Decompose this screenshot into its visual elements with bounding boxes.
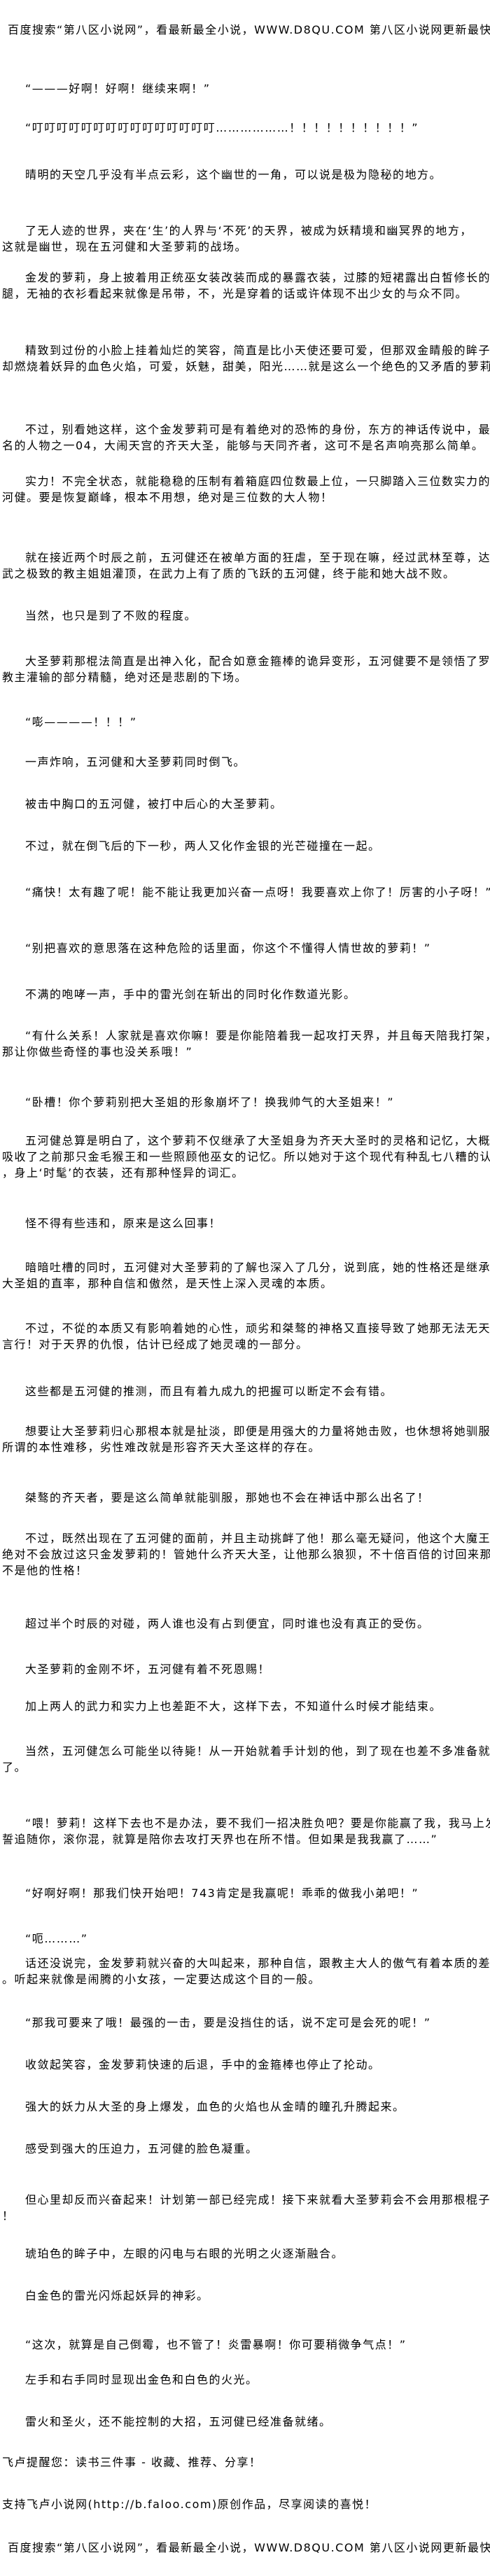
paragraph-line: 。听起来就像是闹腾的小女孩，一定要达成这个目的一般。 — [2, 1973, 321, 1986]
paragraph-line: ！ — [2, 2209, 15, 2222]
paragraph-line: “呃………” — [25, 1932, 88, 1945]
paragraph-line: “喂！萝莉！这样下去也不是办法，要不我们一招决胜负吧？要是你能赢了我，我马上发 — [25, 1816, 490, 1830]
paragraph-line: 白金色的雷光闪烁起妖异的神彩。 — [25, 2289, 209, 2302]
paragraph-line: 精致到过份的小脸上挂着灿烂的笑容，简直是比小天使还要可爱，但那双金睛般的眸子中 — [25, 344, 490, 357]
paragraph-line: 武之极致的教主姐姐灌顶，在武力上有了质的飞跃的五河健，终于能和她大战不败。 — [2, 567, 456, 580]
paragraph-line: 了。 — [2, 1760, 27, 1774]
paragraph-line: 这些都是五河健的推测，而且有着九成九的把握可以断定不会有错。 — [25, 1385, 393, 1398]
paragraph-line: 晴明的天空几乎没有半点云彩，这个幽世的一角，可以说是极为隐秘的地方。 — [25, 168, 442, 181]
paragraph-line: “痛快！太有趣了呢！能不能让我更加兴奋一点呀！我要喜欢上你了！厉害的小子呀！” — [25, 886, 490, 899]
paragraph-line: 不过，就在倒飞后的下一秒，两人又化作金银的光芒碰撞在一起。 — [25, 839, 381, 853]
paragraph-line: 强大的妖力从大圣的身上爆发，血色的火焰也从金晴的瞳孔升腾起来。 — [25, 2100, 405, 2113]
paragraph-line: 桀骜的齐天者，要是这么简单就能驯服，那她也不会在神话中那么出名了！ — [25, 1491, 430, 1504]
paragraph-line: 暗暗吐槽的同时，五河健对大圣萝莉的了解也深入了几分，说到底，她的性格还是继承了 — [25, 1261, 490, 1274]
paragraph-line: “好啊好啊！那我们快开始吧！743肯定是我赢呢！乖乖的做我小弟吧！” — [25, 1886, 419, 1900]
paragraph-line: 河健。要是恢复巅峰，根本不用想，绝对是三位数的大人物！ — [2, 491, 333, 504]
paragraph-line: 不满的咆哮一声，手中的雷光剑在斩出的同时化作数道光影。 — [25, 988, 356, 1001]
paragraph-line: 教主灌输的部分精髓，绝对还是悲剧的下场。 — [2, 671, 248, 684]
paragraph-line: 所谓的本性难移，劣性难改就是形容齐天大圣这样的存在。 — [2, 1441, 321, 1454]
paragraph-line: 不过，别看她这样，这个金发萝莉可是有着绝对的恐怖的身份，东方的神话传说中，最有 — [25, 423, 490, 436]
paragraph-line: “有什么关系！人家就是喜欢你嘛！要是你能陪着我一起攻打天界，并且每天陪我打架， — [25, 1029, 490, 1042]
paragraph-line: “这次，就算是自己倒霉，也不管了！炎雷暴啊！你可要稍微争气点！” — [25, 2338, 407, 2351]
paragraph-line: 但心里却反而兴奋起来！计划第一部已经完成！接下来就看大圣萝莉会不会用那根棍子了 — [25, 2193, 490, 2206]
paragraph-line: 了无人迹的世界，夹在‘生’的人界与‘不死’的天界，被成为妖精境和幽冥界的地方， — [25, 224, 472, 237]
paragraph-line: 大圣萝莉的金刚不坏，五河健有着不死恩赐！ — [25, 1662, 271, 1676]
paragraph-line: 言行！对于天界的仇恨，估计已经成了她灵魂的一部分。 — [2, 1338, 309, 1351]
paragraph-line: “叮叮叮叮叮叮叮叮叮叮叮叮叮叮叮………………！！！！！！！！！！” — [25, 121, 419, 134]
paragraph-line: 左手和右手同时显现出金色和白色的火光。 — [25, 2373, 258, 2386]
faloo-support-link[interactable]: 支持飞卢小说网(http://b.faloo.com)原创作品，尽享阅读的喜悦！ — [2, 2498, 377, 2511]
paragraph-line: 名的人物之一04，大闹天宫的齐天大圣，能够与天同齐者，这可不是名声响亮那么简单。 — [2, 439, 484, 452]
paragraph-line: 大圣萝莉那棍法简直是出神入化，配合如意金箍棒的诡异变形，五河健要不是领悟了罗濠 — [25, 654, 490, 668]
paragraph-line: 大圣姐的直率，那种自信和傲然，是天性上深入灵魂的本质。 — [2, 1277, 333, 1290]
paragraph-line: 五河健总算是明白了，这个萝莉不仅继承了大圣姐身为齐天大圣时的灵格和记忆，大概也 — [25, 1134, 490, 1147]
paragraph-line: “卧槽！你个萝莉别把大圣姐的形象崩坏了！换我帅气的大圣姐来！” — [25, 1096, 395, 1109]
paragraph-line: 琥珀色的眸子中，左眼的闪电与右眼的光明之火逐渐融合。 — [25, 2247, 344, 2260]
paragraph-line: “那我可要来了哦！最强的一击，要是没挡住的话，说不定可是会死的呢！” — [25, 2016, 431, 2029]
paragraph-line: “嘭————！！！” — [25, 715, 137, 729]
paragraph-line: 誓追随你，滚你混，就算是陪你去攻打天界也在所不惜。但如果是我我赢了……” — [2, 1833, 438, 1846]
paragraph-line: 这就是幽世，现在五河健和大圣萝莉的战场。 — [2, 240, 248, 253]
paragraph-line: 不是他的性格！ — [2, 1564, 88, 1577]
paragraph-line: 那让你做些奇怪的事也没关系哦！” — [2, 1045, 193, 1058]
paragraph-line: 感受到强大的压迫力，五河健的脸色凝重。 — [25, 2142, 258, 2155]
paragraph-line: 怪不得有些违和，原来是这么回事！ — [25, 1217, 222, 1230]
paragraph-line: 绝对不会放过这只金发萝莉的！管她什么齐天大圣，让他那么狼狈，不十倍百倍的讨回来那… — [2, 1548, 490, 1561]
paragraph-line: 就在接近两个时辰之前，五河健还在被单方面的狂虐，至于现在嘛，经过武林至尊，达到 — [25, 551, 490, 564]
paragraph-line: 实力！不完全状态，就能稳稳的压制有着箱庭四位数最上位，一只脚踏入三位数实力的五 — [25, 475, 490, 488]
site-banner-bottom: 百度搜索“第八区小说网”，看最新最全小说，WWW.D8QU.COM 第八区小说网… — [8, 2541, 490, 2554]
paragraph-line: 却燃烧着妖异的血色火焰，可爱，妖魅，甜美，阳光……就是这么一个绝色的又矛盾的萝莉… — [2, 360, 490, 373]
paragraph-line: 超过半个时辰的对碰，两人谁也没有占到便宜，同时谁也没有真正的受伤。 — [25, 1617, 430, 1630]
paragraph-line: 腿，无袖的衣衫看起来就像是吊带，不，光是穿着的话或许体现不出少女的与众不同。 — [2, 287, 468, 300]
paragraph-line: 加上两人的武力和实力上也差距不大，这样下去，不知道什么时候才能结束。 — [25, 1700, 442, 1713]
paragraph-line: 吸收了之前那只金毛猴王和一些照顾他巫女的记忆。所以她对于这个现代有种乱七八糟的认… — [2, 1150, 490, 1163]
paragraph-line: 话还没说完，金发萝莉就兴奋的大叫起来，那种自信，跟教主大人的傲气有着本质的差别 — [25, 1956, 490, 1970]
paragraph-line: 一声炸响，五河健和大圣萝莉同时倒飞。 — [25, 755, 246, 769]
paragraph-line: “别把喜欢的意思落在这种危险的话里面，你这个不懂得人情世故的萝莉！” — [25, 941, 431, 955]
paragraph-line: 收敛起笑容，金发萝莉快速的后退，手中的金箍棒也停止了抡动。 — [25, 2058, 381, 2071]
paragraph-line: 想要让大圣萝莉归心那根本就是扯淡，即便是用强大的力量将她击败，也休想将她驯服， — [25, 1424, 490, 1438]
paragraph-line: “———好啊！好啊！继续来啊！” — [25, 82, 211, 95]
site-banner-top: 百度搜索“第八区小说网”，看最新最全小说，WWW.D8QU.COM 第八区小说网… — [8, 23, 490, 36]
paragraph-line: ，身上‘时髦’的衣装，还有那种怪异的词汇。 — [2, 1166, 244, 1180]
paragraph-line: 不过，不從的本质又有影响着她的心性，顽劣和桀骜的神格又直接导致了她那无法无天的 — [25, 1322, 490, 1335]
paragraph-line: 金发的萝莉，身上披着用正统巫女装改装而成的暴露衣装，过膝的短裙露出白皙修长的粉 — [25, 271, 490, 284]
paragraph-line: 不过，既然出现在了五河健的面前，并且主动挑衅了他！那么毫无疑问，他这个大魔王是 — [25, 1532, 490, 1545]
paragraph-line: 当然，五河健怎么可能坐以待毙！从一开始就着手计划的他，到了现在也差不多准备就绪 — [25, 1744, 490, 1758]
paragraph-line: 雷火和圣火，还不能控制的大招，五河健已经准备就绪。 — [25, 2415, 332, 2428]
paragraph-line: 当然，也只是到了不败的程度。 — [25, 609, 197, 622]
faloo-reminder: 飞卢提醒您：读书三件事 - 收藏、推荐、分享！ — [2, 2456, 262, 2469]
paragraph-line: 被击中胸口的五河健，被打中后心的大圣萝莉。 — [25, 797, 283, 811]
